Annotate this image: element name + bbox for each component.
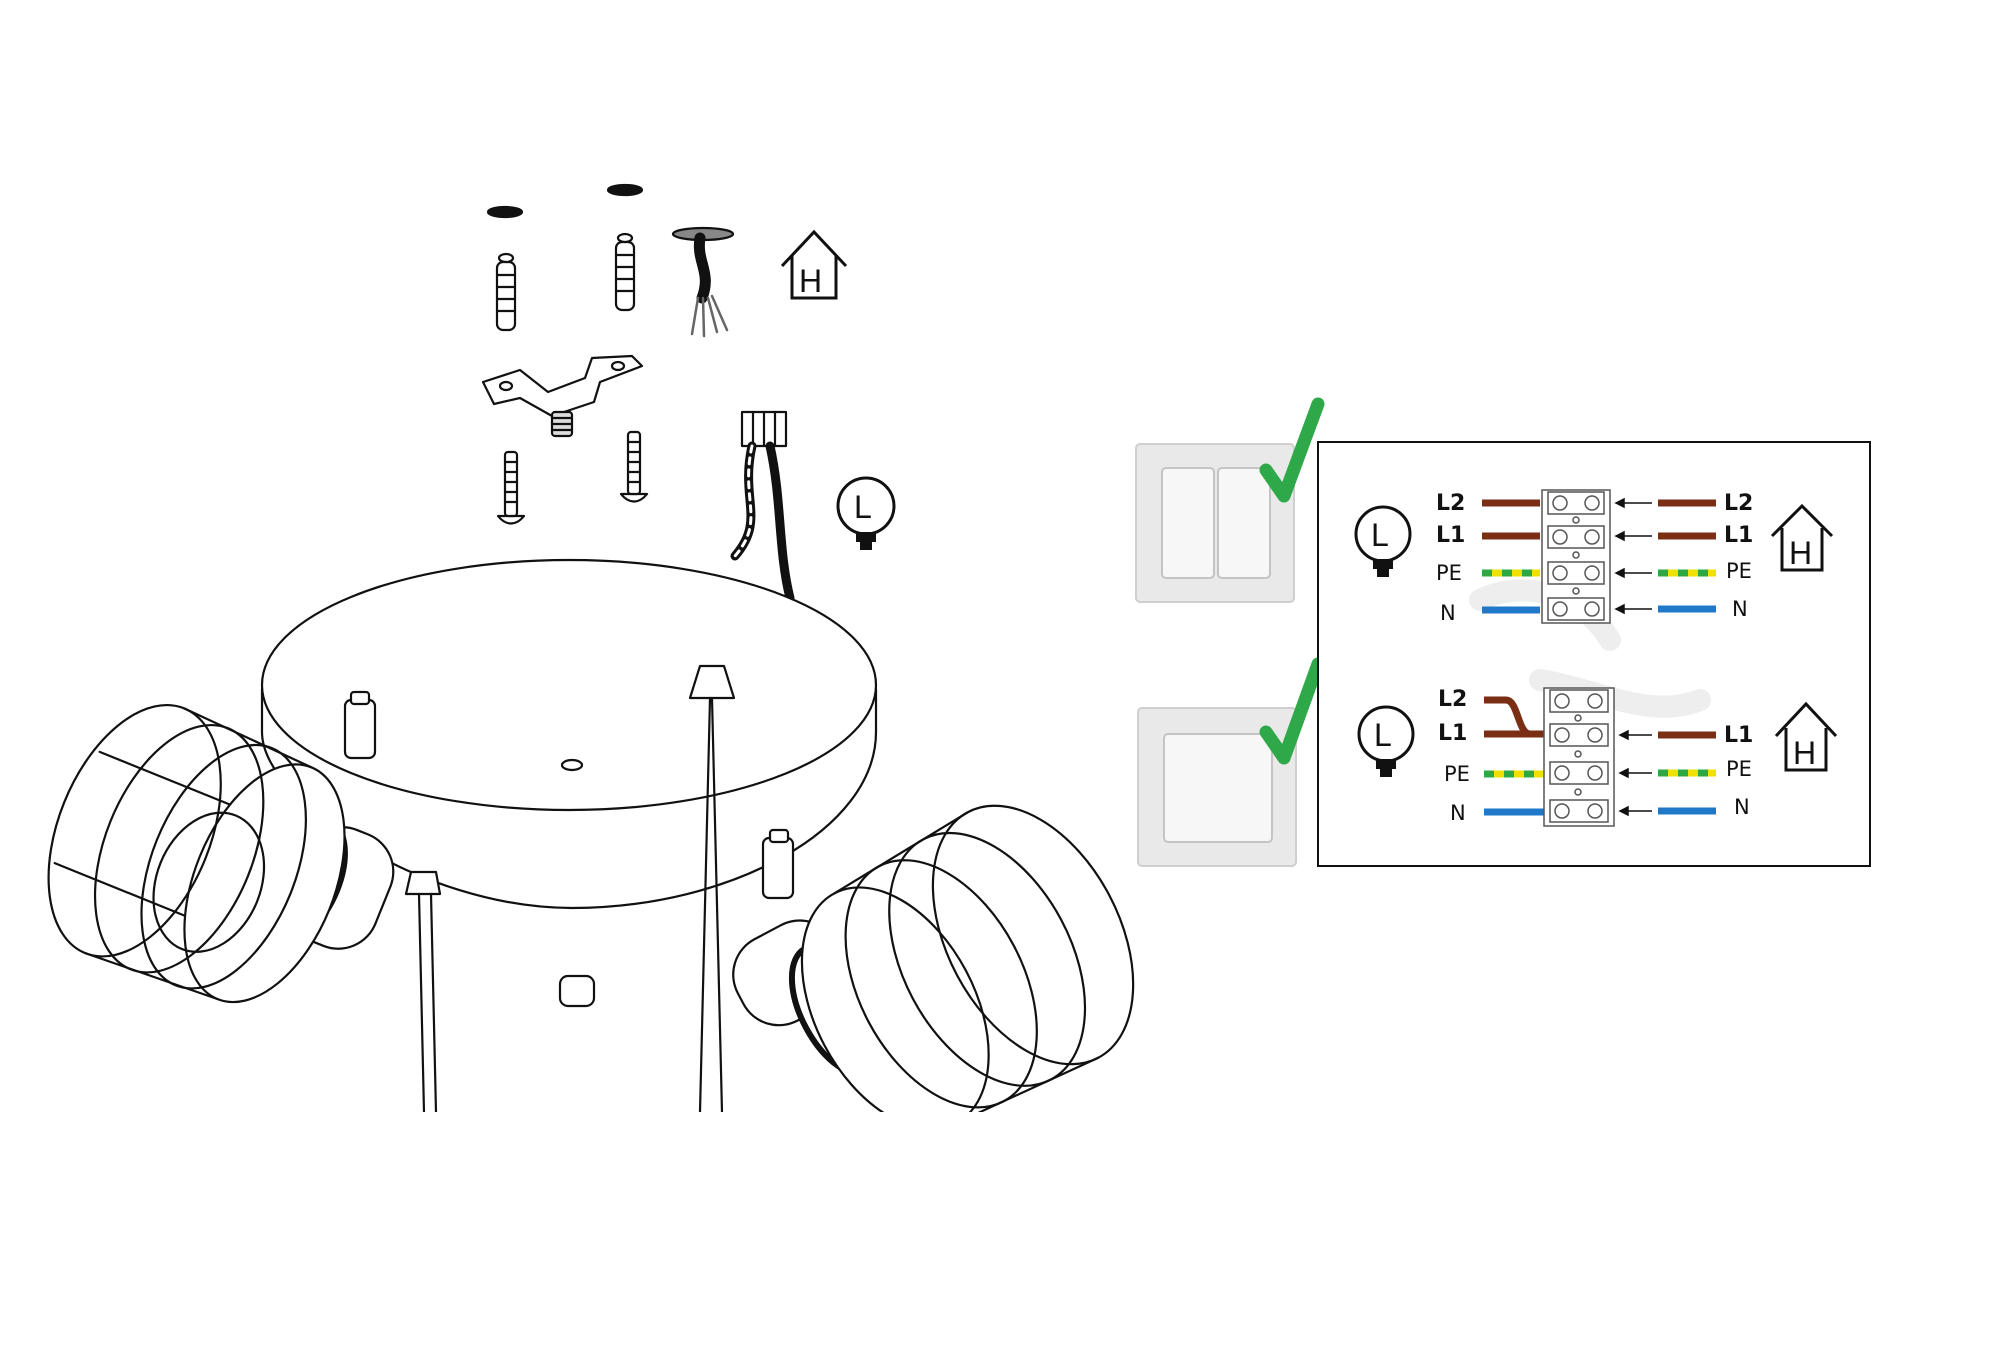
wall-plug-right [614,232,636,312]
lamp-icon-single: L [1357,705,1415,777]
label-pe: PE [1436,561,1462,585]
svg-text:L: L [1371,517,1389,553]
wiring-double: L L2 L1 PE N [1354,489,1834,625]
label-l1-single-right: L1 [1724,723,1753,748]
mounting-exploded-view [0,183,1135,1364]
svg-text:H: H [799,263,822,299]
svg-text:L: L [854,489,872,525]
label-l2: L2 [1436,491,1465,516]
mounting-bracket [481,354,644,438]
single-switch [1137,707,1297,867]
lamp-icon-double: L [1354,505,1412,577]
svg-text:L: L [1374,717,1392,753]
label-pe-single-right: PE [1726,757,1752,781]
wiring-single: L L2 L1 PE N [1357,687,1838,827]
label-l1-single: L1 [1438,721,1467,746]
label-n: N [1440,601,1456,625]
house-icon-double: H [1770,503,1834,572]
cage-spotlight-left [47,704,395,1004]
label-l2-right: L2 [1724,491,1753,516]
spot-mount-right [761,828,795,900]
label-l1: L1 [1436,523,1465,548]
label-n-right: N [1732,597,1748,621]
cap-nut [558,974,596,1008]
label-l1-right: L1 [1724,523,1753,548]
screw-left [496,450,526,525]
house-icon-top: H [780,229,848,300]
screw-right [619,430,649,503]
label-n-single: N [1450,801,1466,825]
double-switch [1135,443,1295,603]
cage-spotlight-right [732,804,1135,1131]
house-icon-single: H [1774,701,1838,772]
check-icon-single [1259,657,1325,765]
label-pe-single: PE [1444,762,1470,786]
terminal-block-double [1541,489,1611,624]
svg-text:H: H [1793,735,1816,771]
lamp-icon-top: L [836,476,896,550]
pendant-rod-center [688,664,736,1114]
drill-hole-right [606,183,644,197]
mains-cable [671,226,735,338]
label-l2-single: L2 [1438,687,1467,712]
label-pe-right: PE [1726,559,1752,583]
drill-hole-left [486,205,524,219]
terminal-block-single [1543,687,1615,827]
spot-mount-left [343,690,377,760]
check-icon-double [1259,397,1325,503]
svg-text:H: H [1789,535,1812,571]
label-n-single-right: N [1734,795,1750,819]
fixture-cable [730,410,795,603]
wall-plug-left [495,252,517,332]
pendant-rod-left [404,870,442,1114]
